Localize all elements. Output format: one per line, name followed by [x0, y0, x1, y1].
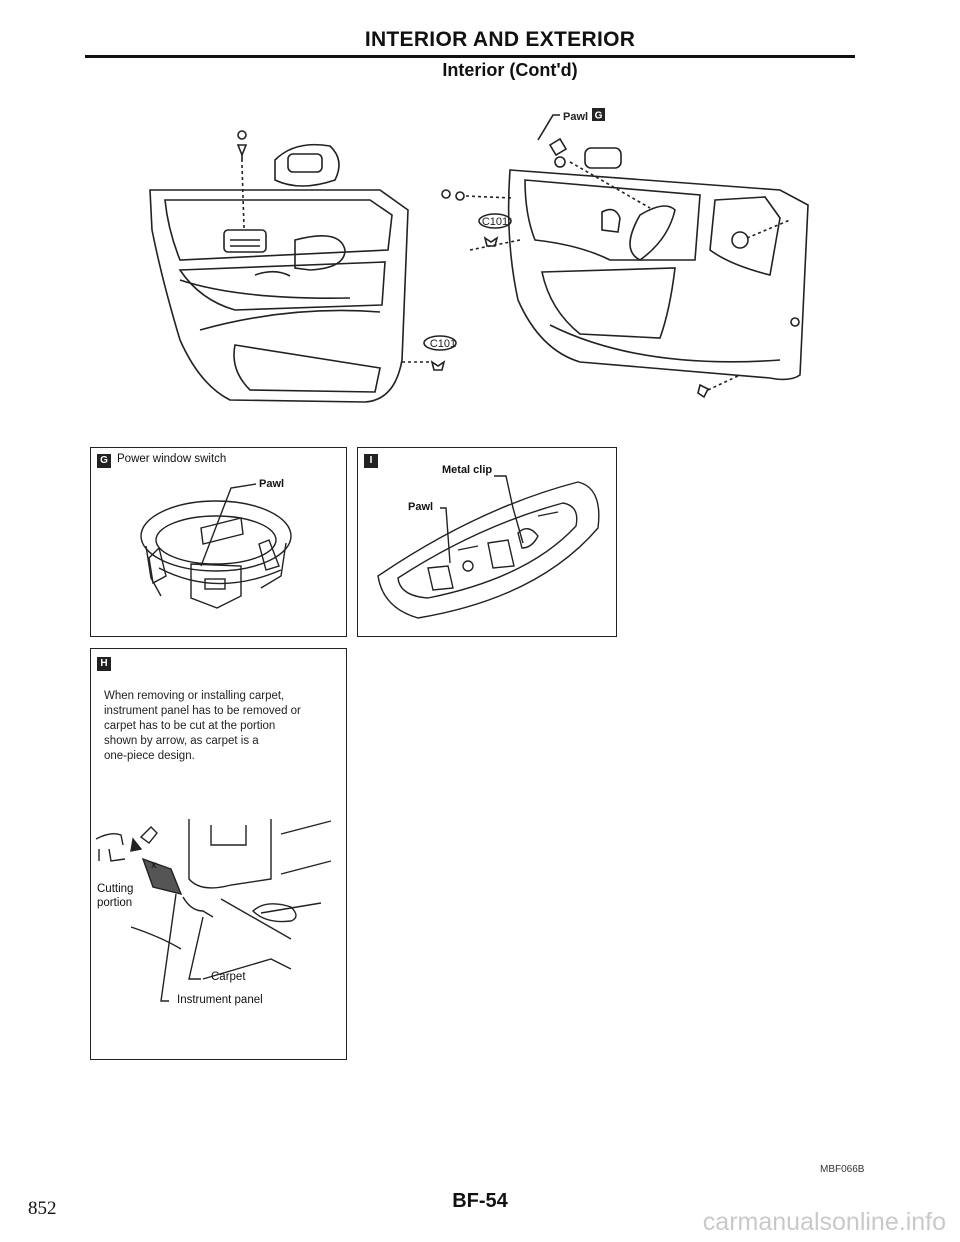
carpet-note-line-2: instrument panel has to be removed or [104, 705, 301, 717]
carpet-label: Carpet [211, 971, 246, 983]
clip-label-rear: C101 [430, 338, 456, 350]
switch-bezel-drawing [140, 483, 292, 609]
door-trim-diagram: C101 C101 Pawl G [149, 108, 809, 403]
clip-c101-rear [402, 335, 457, 371]
header-rule [85, 55, 855, 58]
page-title: INTERIOR AND EXTERIOR [364, 28, 636, 51]
panel-g-badge: G [97, 454, 111, 468]
watermark: carmanualsonline.info [702, 1208, 946, 1236]
carpet-note: When removing or installing carpet, inst… [104, 689, 344, 764]
panel-i-pawl-label: Pawl [408, 501, 434, 513]
page-number: BF-54 [452, 1190, 508, 1212]
cutting-label-1: Cutting [97, 883, 134, 895]
grip-clip-drawing [377, 475, 600, 619]
panel-i-metal-clip-label: Metal clip [442, 464, 493, 476]
panel-g-power-window-switch: G Power window switch Pawl [90, 447, 347, 637]
carpet-note-line-4: shown by arrow, as carpet is a [104, 735, 259, 747]
pawl-label-top: Pawl [563, 111, 588, 123]
side-page-number: 852 [28, 1198, 57, 1219]
carpet-note-line-3: carpet has to be cut at the portion [104, 720, 276, 732]
rear-door-trim [149, 130, 409, 403]
figure-code: MBF066B [820, 1164, 865, 1175]
panel-g-title: Power window switch [117, 453, 227, 465]
instrument-panel-label: Instrument panel [177, 994, 263, 1006]
panel-i-badge: I [364, 454, 378, 468]
panel-h-badge: H [97, 657, 111, 671]
panel-i-metal-clip: I Metal clip Pawl [357, 447, 617, 637]
cutting-label-2: portion [97, 897, 133, 909]
page-subtitle: Interior (Cont'd) [442, 60, 578, 80]
ref-badge-g-letter: G [595, 111, 603, 122]
clip-label-front: C101 [482, 216, 508, 228]
carpet-note-line-1: When removing or installing carpet, [104, 690, 285, 702]
ref-badge-g [592, 108, 605, 121]
front-door-trim [441, 114, 809, 399]
panel-h-carpet: H When removing or installing carpet, in… [90, 648, 347, 1060]
carpet-cutting-drawing: x [95, 819, 332, 1002]
svg-text:x: x [151, 860, 157, 871]
carpet-note-line-5: one-piece design. [104, 750, 195, 762]
panel-g-pawl-label: Pawl [259, 478, 285, 490]
